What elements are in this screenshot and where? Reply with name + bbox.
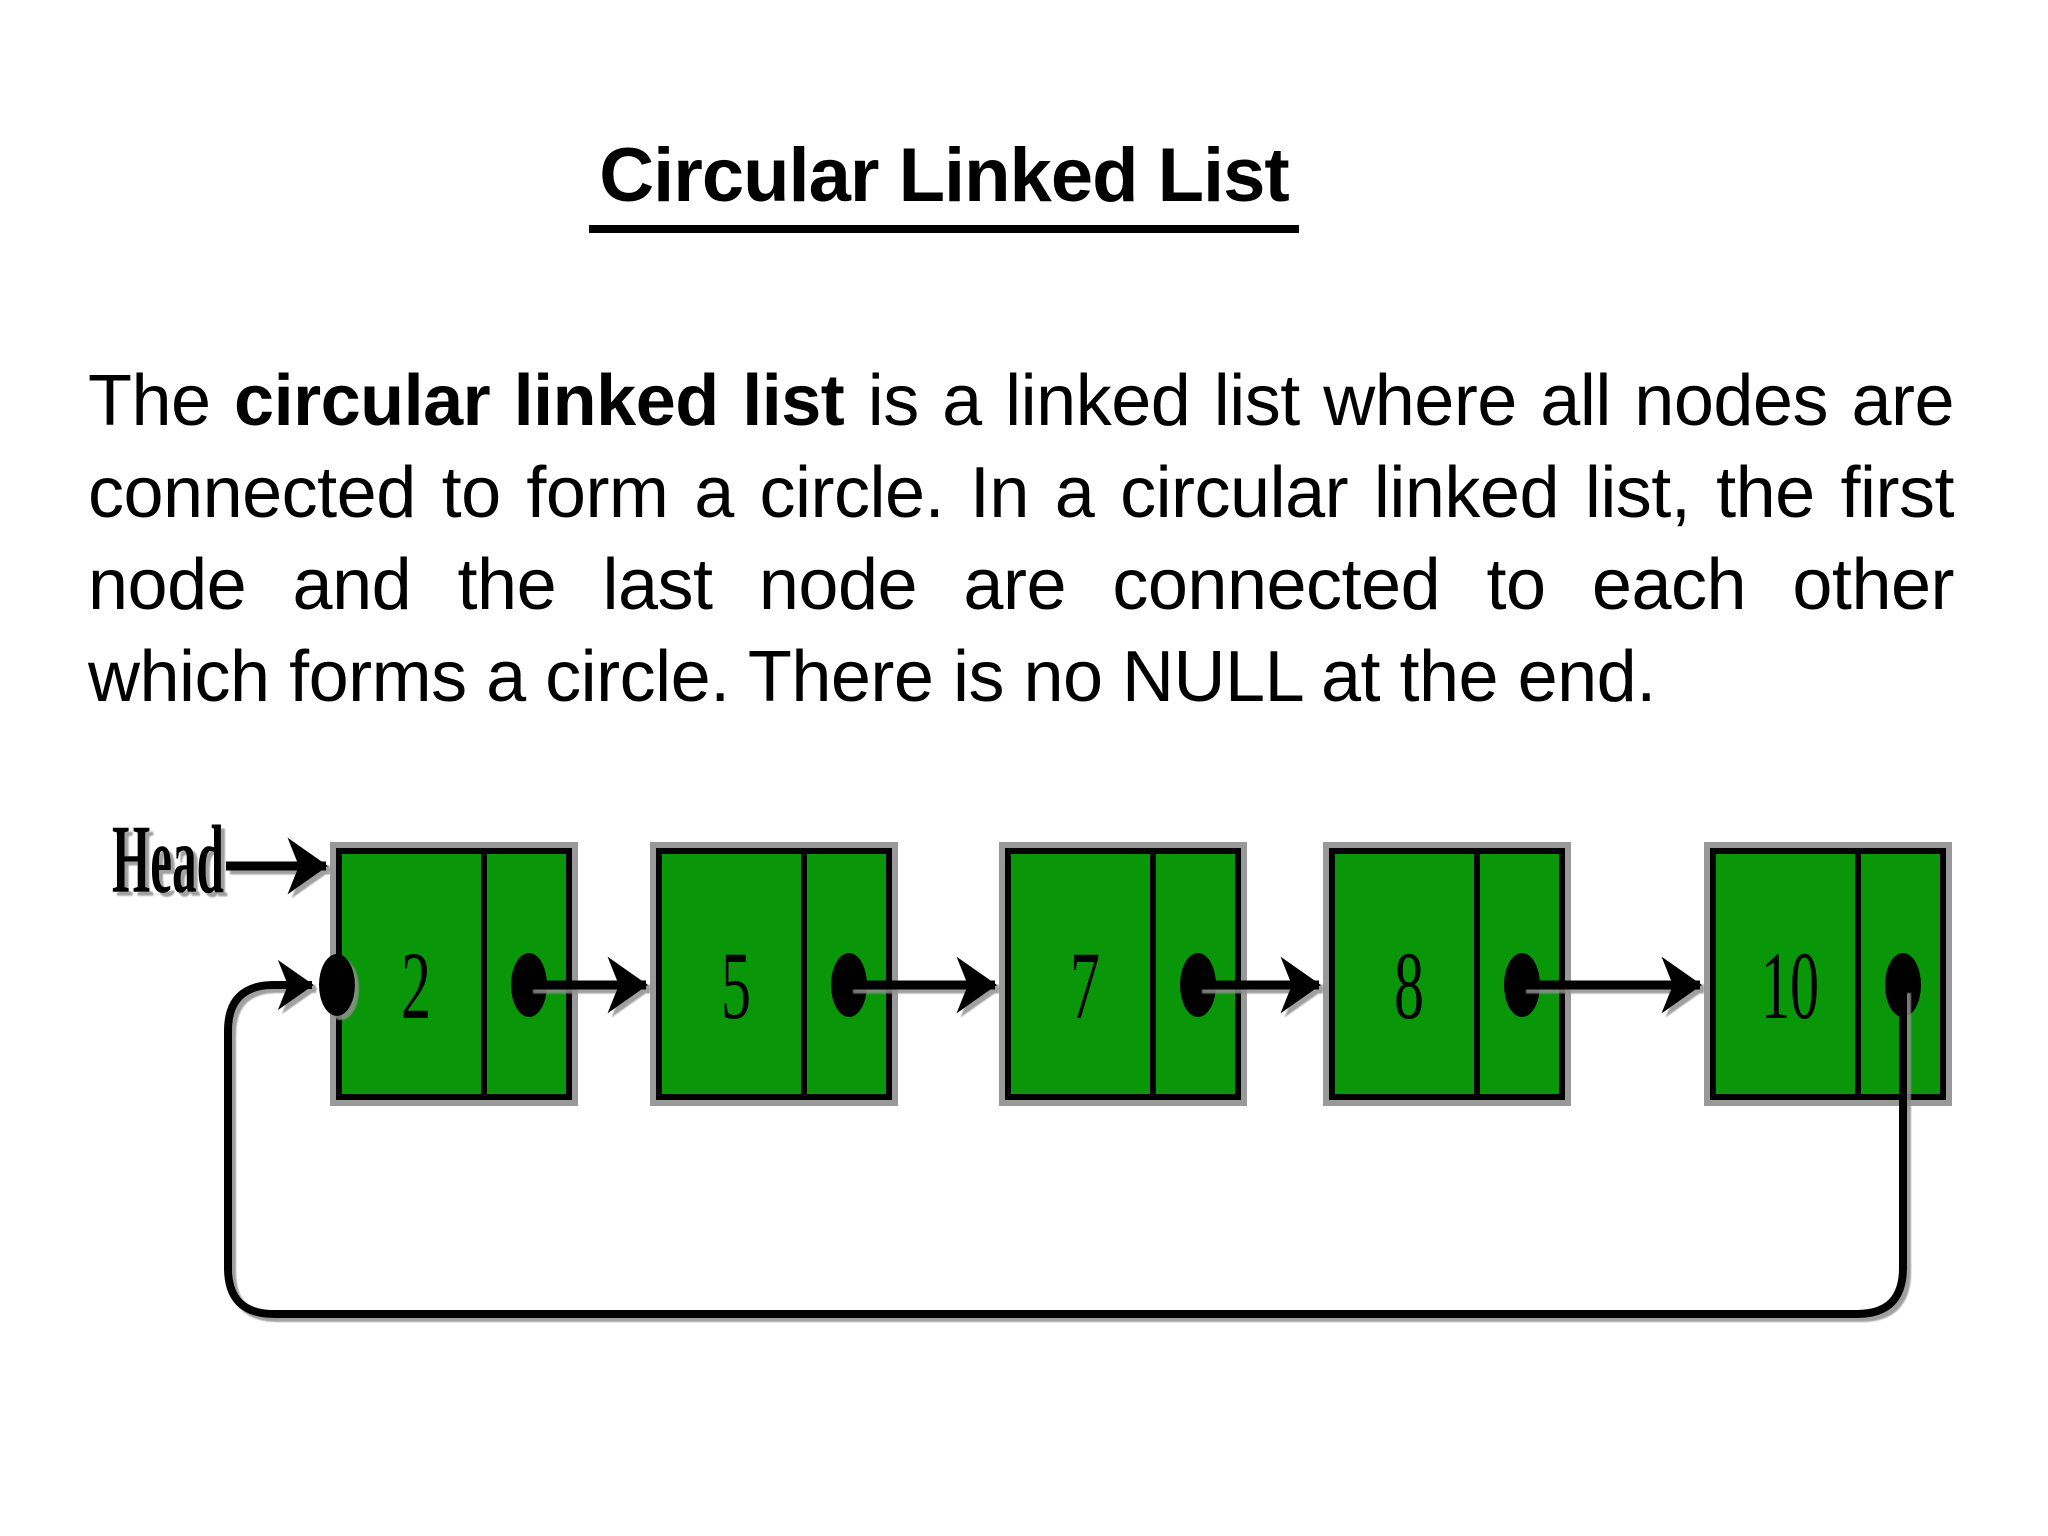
head-label: Head bbox=[112, 806, 224, 913]
paragraph-line-4: which forms a circle. There is no NULL a… bbox=[88, 637, 1656, 717]
node-5: 5 bbox=[650, 842, 898, 1106]
first-node-entry-dot bbox=[319, 954, 355, 1016]
list-nodes: 2 5 7 8 bbox=[330, 842, 1952, 1106]
paragraph-line-1: The circular linked list is a linked lis… bbox=[88, 355, 1955, 447]
page-title: Circular Linked List bbox=[589, 130, 1299, 233]
paragraph-bold-term: circular linked list bbox=[234, 361, 845, 441]
pointer-connectors: Head bbox=[112, 806, 1907, 1318]
loopback-arrow bbox=[224, 959, 1907, 1318]
node-7: 7 bbox=[999, 842, 1247, 1106]
node-10: 10 bbox=[1704, 842, 1952, 1106]
node-divider bbox=[801, 854, 807, 1094]
node-value: 8 bbox=[1394, 932, 1424, 1039]
node-value: 7 bbox=[1070, 932, 1100, 1039]
title-wrap: Circular Linked List bbox=[0, 130, 1888, 233]
node-value: 5 bbox=[721, 932, 751, 1039]
node-8: 8 bbox=[1323, 842, 1571, 1106]
node-pointer-dot bbox=[1885, 953, 1921, 1017]
node-divider bbox=[1150, 854, 1156, 1094]
paragraph-line-2: connected to form a circle. In a circula… bbox=[88, 453, 1955, 533]
paragraph-text: is a linked list where all nodes are bbox=[844, 361, 1955, 441]
node-value: 2 bbox=[401, 932, 431, 1039]
node-divider bbox=[1855, 854, 1861, 1094]
node-2: 2 bbox=[330, 842, 578, 1106]
node-divider bbox=[481, 854, 487, 1094]
intro-paragraph: The circular linked list is a linked lis… bbox=[88, 355, 1955, 723]
node-value: 10 bbox=[1761, 932, 1819, 1039]
paragraph-line-3: node and the last node are connected to … bbox=[88, 545, 1955, 625]
paragraph-text: The bbox=[88, 361, 235, 441]
node-divider bbox=[1474, 854, 1480, 1094]
